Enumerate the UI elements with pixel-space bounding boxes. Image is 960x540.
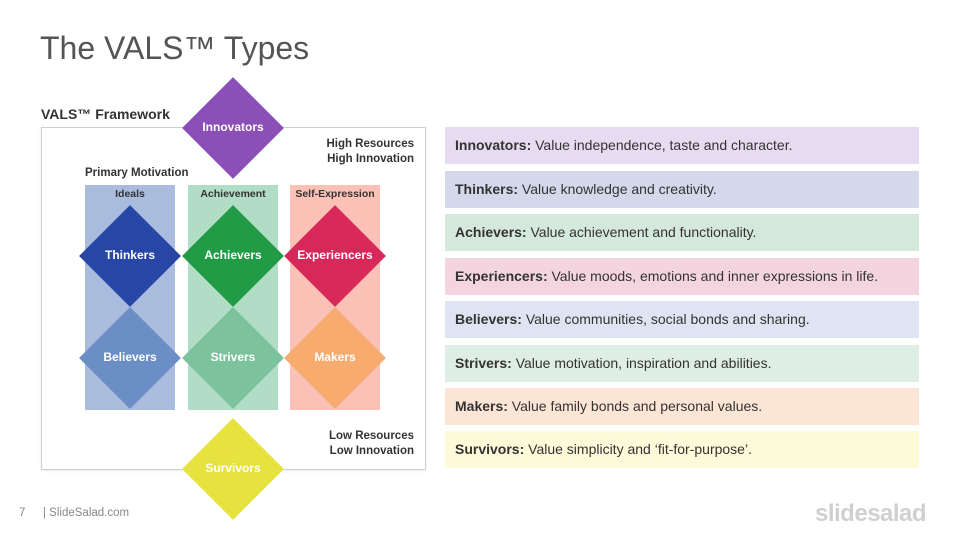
diamond-strivers-label: Strivers [210, 350, 256, 364]
desc-name: Makers: [455, 398, 508, 414]
desc-name: Innovators: [455, 137, 532, 153]
desc-name: Achievers: [455, 224, 527, 240]
diamond-achievers: Achievers [182, 205, 284, 307]
high-resources-label: High Resources High Innovation [300, 137, 414, 167]
column-header-achievement: Achievement [200, 188, 266, 200]
diamond-thinkers-label: Thinkers [104, 248, 155, 262]
desc-innovators: Innovators: Value independence, taste an… [445, 127, 919, 164]
desc-strivers: Strivers: Value motivation, inspiration … [445, 345, 919, 382]
desc-thinkers: Thinkers: Value knowledge and creativity… [445, 171, 919, 208]
diamond-makers: Makers [284, 307, 386, 409]
desc-makers: Makers: Value family bonds and personal … [445, 388, 919, 425]
desc-text: Value achievement and functionality. [526, 224, 757, 240]
desc-text: Value communities, social bonds and shar… [521, 311, 810, 327]
desc-text: Value moods, emotions and inner expressi… [547, 268, 879, 284]
diamond-believers-label: Believers [103, 350, 157, 364]
column-header-ideals: Ideals [115, 188, 145, 200]
diamond-thinkers: Thinkers [79, 205, 181, 307]
low-resources-label: Low Resources Low Innovation [300, 429, 414, 459]
desc-achievers: Achievers: Value achievement and functio… [445, 214, 919, 251]
diamond-innovators: Innovators [182, 77, 284, 179]
diamond-strivers: Strivers [182, 307, 284, 409]
desc-experiencers: Experiencers: Value moods, emotions and … [445, 258, 919, 295]
desc-survivors: Survivors: Value simplicity and ‘fit-for… [445, 431, 919, 468]
diamond-believers: Believers [79, 307, 181, 409]
low-resources-line1: Low Resources [329, 430, 414, 442]
desc-text: Value family bonds and personal values. [507, 398, 763, 414]
diamond-survivors: Survivors [182, 418, 284, 520]
desc-name: Thinkers: [455, 181, 519, 197]
diamond-survivors-label: Survivors [205, 461, 261, 475]
page-number: 7 [19, 507, 26, 519]
diamond-achievers-label: Achievers [204, 248, 262, 262]
diamond-experiencers-label: Experiencers [297, 248, 373, 262]
framework-label: VALS™ Framework [41, 106, 170, 122]
desc-text: Value knowledge and creativity. [518, 181, 717, 197]
primary-motivation-label: Primary Motivation [85, 167, 189, 179]
desc-name: Believers: [455, 311, 522, 327]
page-title: The VALS™ Types [40, 30, 310, 66]
high-resources-line1: High Resources [326, 138, 414, 150]
diamond-makers-label: Makers [314, 350, 356, 364]
desc-believers: Believers: Value communities, social bon… [445, 301, 919, 338]
high-resources-line2: High Innovation [327, 153, 414, 165]
desc-name: Experiencers: [455, 268, 548, 284]
low-resources-line2: Low Innovation [329, 445, 414, 457]
desc-name: Survivors: [455, 441, 525, 457]
diamond-innovators-label: Innovators [202, 120, 264, 134]
footer-site-link[interactable]: | SlideSalad.com [43, 507, 130, 519]
slidesalad-logo: slidesalad [815, 500, 927, 527]
desc-name: Strivers: [455, 355, 512, 371]
diamond-experiencers: Experiencers [284, 205, 386, 307]
desc-text: Value motivation, inspiration and abilit… [511, 355, 772, 371]
column-header-self-expression: Self-Expression [295, 188, 375, 200]
desc-text: Value simplicity and ‘fit-for-purpose’. [524, 441, 752, 457]
desc-text: Value independence, taste and character. [531, 137, 793, 153]
